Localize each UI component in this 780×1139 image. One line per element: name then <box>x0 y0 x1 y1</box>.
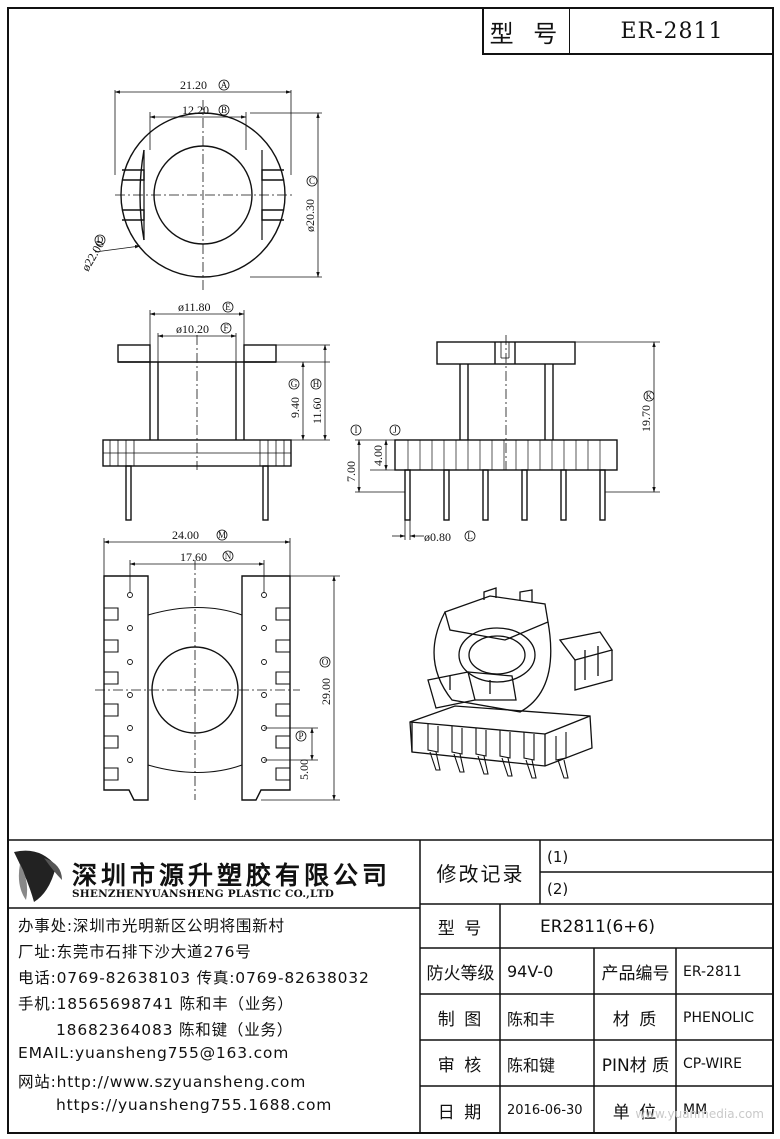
company-name-cn: 深圳市源升塑胶有限公司 <box>72 861 392 890</box>
bubble-p: P <box>298 731 303 741</box>
checked-by-label: 审 核 <box>437 1056 484 1076</box>
bubble-e: E <box>225 302 231 312</box>
dim-h: 11.60 <box>310 397 324 424</box>
front-view <box>102 310 330 521</box>
website-1: 网站:http://www.szyuansheng.com <box>18 1073 307 1091</box>
drawing-frame <box>7 7 774 1134</box>
top-view <box>94 90 322 290</box>
title-block-lines <box>7 839 774 1134</box>
bubble-l: L <box>467 531 473 541</box>
revision-label: 修改记录 <box>436 862 525 886</box>
date-label: 日 期 <box>437 1102 484 1123</box>
dim-i: 7.00 <box>344 461 358 482</box>
fire-rating-label: 防火等级 <box>426 964 495 984</box>
drawn-by-label: 制 图 <box>437 1010 484 1030</box>
bubble-i: I <box>355 425 358 435</box>
product-no-label: 产品编号 <box>601 964 670 984</box>
revision-2: (2) <box>547 879 569 898</box>
bubble-j: J <box>393 425 397 435</box>
factory-address: 厂址:东莞市石排下沙大道276号 <box>18 943 252 961</box>
material-value: PHENOLIC <box>683 1009 755 1026</box>
material-label: 材 质 <box>612 1010 659 1030</box>
dim-f: ø10.20 <box>176 322 209 336</box>
type-label: 型 号 <box>437 919 484 939</box>
model-header-box <box>482 7 774 55</box>
side-view <box>355 335 660 540</box>
bubble-b: B <box>221 105 227 115</box>
dim-a: 21.20 <box>180 78 207 92</box>
model-header-label: 型 号 <box>484 9 570 53</box>
website-2: https://yuansheng755.1688.com <box>56 1096 333 1114</box>
dim-e: ø11.80 <box>178 300 211 314</box>
bubble-m: M <box>218 530 226 540</box>
checked-by-value: 陈和键 <box>507 1055 556 1075</box>
dim-c: ø20.30 <box>303 199 317 232</box>
office-address: 办事处:深圳市光明新区公明将围新村 <box>18 917 285 935</box>
dim-m: 24.00 <box>172 528 199 542</box>
email: EMAIL:yuansheng755@163.com <box>18 1044 290 1062</box>
bottom-view <box>95 538 340 801</box>
phone-fax: 电话:0769-82638103 传真:0769-82638032 <box>18 969 370 987</box>
pin-material-value: CP-WIRE <box>683 1055 742 1072</box>
dim-k: 19.70 <box>639 405 653 432</box>
bubble-n: N <box>225 551 232 561</box>
bubble-g: G <box>291 379 298 389</box>
bubble-c: C <box>309 176 315 186</box>
model-header-value: ER-2811 <box>620 18 724 44</box>
company-logo <box>14 850 62 902</box>
isometric-view <box>409 587 614 779</box>
bubble-d: D <box>97 235 104 245</box>
mobile-1: 手机:18565698741 陈和丰（业务） <box>18 995 294 1013</box>
bubble-f: F <box>223 323 228 333</box>
dim-g: 9.40 <box>288 397 302 418</box>
bubble-h: H <box>313 379 320 389</box>
fire-rating-value: 94V-0 <box>507 962 554 981</box>
bubble-o: O <box>322 657 329 667</box>
revision-1: (1) <box>547 847 569 866</box>
dim-n: 17.60 <box>180 550 207 564</box>
unit-label: 单 位 <box>612 1102 659 1123</box>
dim-p: 5.00 <box>297 759 311 780</box>
dim-j: 4.00 <box>371 445 385 466</box>
bubble-k: K <box>646 391 653 401</box>
pin-material-label: PIN材 质 <box>601 1056 670 1076</box>
unit-value: MM <box>683 1102 708 1118</box>
watermark: www.yuanmedia.com <box>635 1107 764 1121</box>
dim-b: 12.20 <box>182 103 209 117</box>
mobile-2: 18682364083 陈和键（业务） <box>56 1021 294 1039</box>
product-no-value: ER-2811 <box>683 963 742 980</box>
dim-l: ø0.80 <box>424 530 451 544</box>
dim-o: 29.00 <box>319 678 333 705</box>
date-value: 2016-06-30 <box>507 1102 583 1118</box>
company-name-en: SHENZHENYUANSHENG PLASTIC CO.,LTD <box>72 888 335 900</box>
drawn-by-value: 陈和丰 <box>507 1009 556 1029</box>
bubble-a: A <box>221 80 228 90</box>
type-value: ER2811(6+6) <box>540 916 655 937</box>
